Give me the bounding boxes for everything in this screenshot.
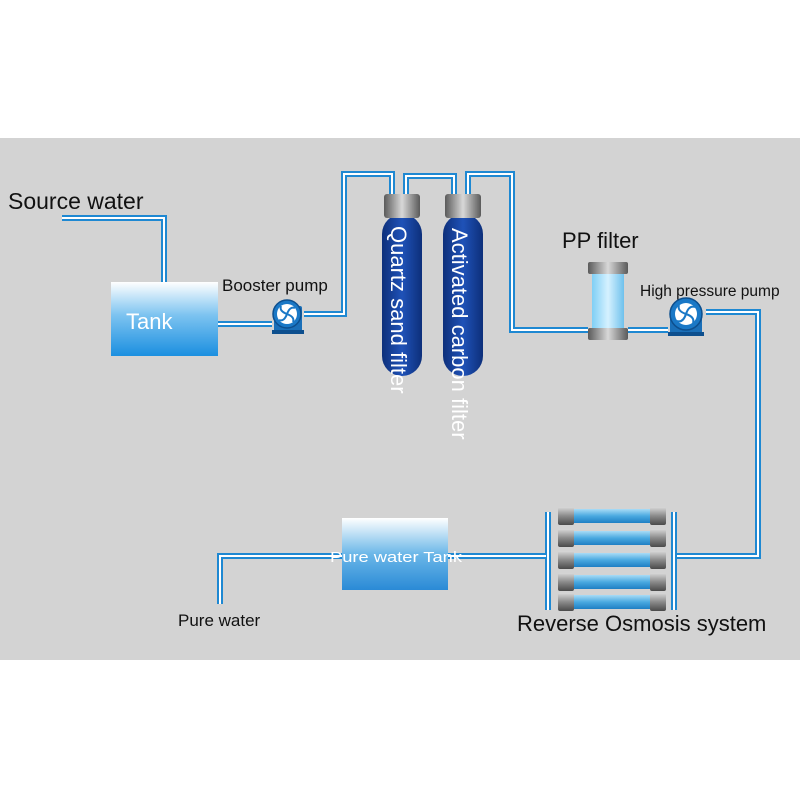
booster-pump-icon	[272, 299, 304, 334]
label-tank: Tank	[126, 309, 173, 334]
ro-membrane	[558, 593, 666, 611]
ro-membrane	[558, 551, 666, 569]
activated-carbon-filter	[443, 194, 483, 376]
ro-membrane	[558, 529, 666, 547]
label-pure-water-tank: Pure water Tank	[330, 549, 463, 566]
label-reverse-osmosis-system: Reverse Osmosis system	[517, 611, 766, 636]
label-high-pressure-pump: High pressure pump	[640, 283, 780, 300]
label-pure-water: Pure water	[178, 611, 261, 630]
reverse-osmosis-system	[558, 507, 666, 611]
pure-water-tank	[342, 518, 448, 590]
pipes	[62, 171, 761, 610]
tank	[111, 282, 218, 356]
label-pp-filter: PP filter	[562, 228, 639, 253]
label-activated-carbon-filter: Activated carbon filter	[447, 228, 472, 440]
pp-filter	[588, 262, 628, 340]
ro-membrane	[558, 507, 666, 525]
high-pressure-pump-icon	[668, 297, 704, 336]
label-quartz-sand-filter: Quartz sand filter	[386, 226, 411, 394]
label-source-water: Source water	[8, 188, 144, 214]
ro-membrane	[558, 573, 666, 591]
quartz-sand-filter	[382, 194, 422, 376]
label-booster-pump: Booster pump	[222, 276, 328, 295]
